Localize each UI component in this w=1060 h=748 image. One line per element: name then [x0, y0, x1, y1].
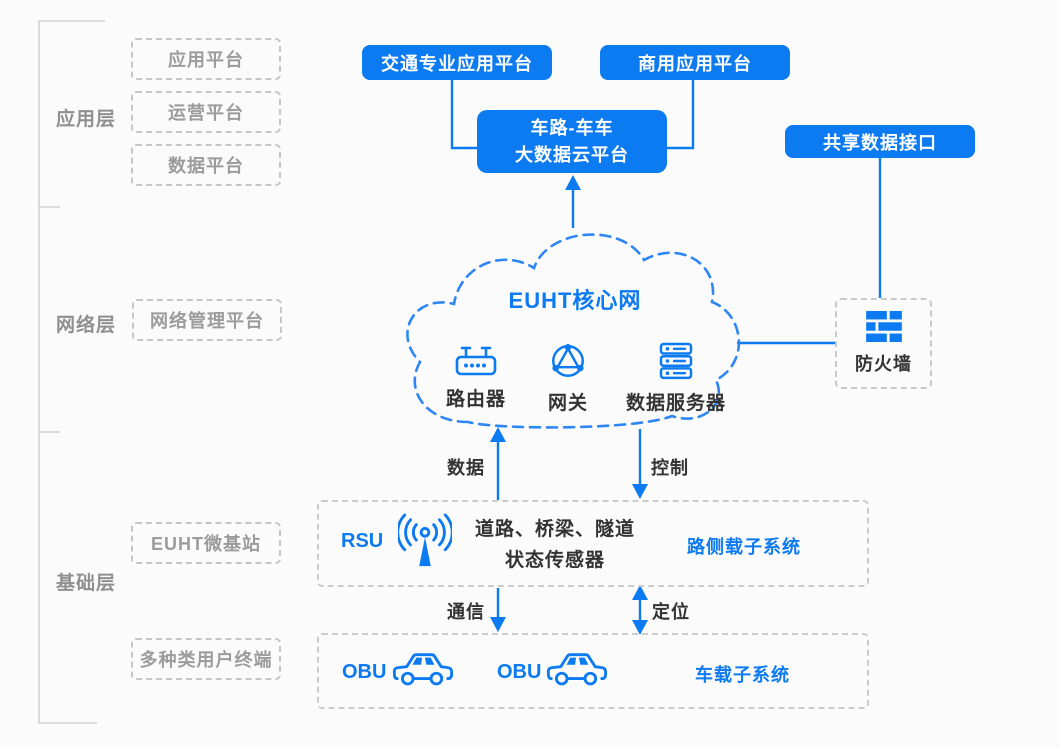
arrowhead-down-icon [490, 617, 506, 632]
sensors-line1: 道路、桥梁、隧道 [475, 519, 636, 540]
box-network-management-platform[interactable]: 网络管理平台 [132, 299, 282, 341]
layer-label-base: 基础层 [56, 573, 117, 594]
roadside-subsystem-title: 路侧载子系统 [687, 537, 801, 557]
connector-commercial-to-cloud-platform [667, 80, 695, 150]
roadside-sensors-text: 道路、桥梁、隧道 状态传感器 [475, 514, 635, 576]
core-node-gateway: 网关 [548, 342, 588, 415]
firewall-label: 防火墙 [855, 354, 912, 374]
node-label-router: 路由器 [445, 389, 507, 410]
cloud-outline [406, 233, 741, 429]
button-label: 商用应用平台 [638, 53, 752, 74]
gateway-icon [552, 343, 584, 377]
button-label-line1: 车路-车车 [530, 117, 614, 138]
box-label: EUHT微基站 [151, 534, 261, 554]
router-icon [455, 346, 497, 376]
core-network-cloud [406, 233, 741, 429]
box-application-platform[interactable]: 应用平台 [131, 38, 281, 80]
core-node-router: 路由器 [446, 344, 506, 411]
node-label-data-server: 数据服务器 [625, 393, 727, 414]
firewall-box[interactable]: 防火墙 [835, 298, 932, 389]
layer-label-network: 网络层 [56, 315, 117, 336]
flow-label-control: 控制 [651, 458, 689, 478]
layer-label-application: 应用层 [56, 109, 117, 130]
sensors-line2: 状态传感器 [504, 550, 605, 571]
car-icon [546, 653, 608, 686]
box-label: 网络管理平台 [150, 311, 264, 331]
box-label: 多种类用户终端 [139, 650, 273, 670]
arrowhead-up-icon [565, 175, 581, 190]
flow-label-data: 数据 [447, 458, 485, 478]
car-icon [392, 653, 454, 686]
rsu-antenna-icon [398, 513, 452, 567]
rsu-label: RSU [341, 530, 384, 552]
flow-label-communication: 通信 [447, 602, 485, 622]
server-icon [659, 342, 693, 380]
box-euht-micro-base-station[interactable]: EUHT微基站 [131, 522, 281, 564]
arrowhead-up-icon [632, 585, 648, 600]
obu-label-1: OBU [342, 661, 387, 683]
layer-bracket [38, 20, 105, 724]
vehicle-subsystem-title: 车载子系统 [695, 665, 790, 685]
obu-label-2: OBU [497, 661, 542, 683]
button-bigdata-cloud-platform[interactable]: 车路-车车 大数据云平台 [477, 110, 667, 173]
core-node-data-server: 数据服务器 [626, 342, 726, 415]
connector-traffic-to-cloud-platform [450, 80, 477, 150]
vehicle-subsystem-box[interactable] [317, 633, 869, 709]
button-label: 交通专业应用平台 [381, 53, 533, 74]
roadside-subsystem-box[interactable] [317, 500, 869, 587]
arrowhead-down-icon [632, 620, 648, 635]
box-label: 应用平台 [168, 50, 244, 70]
core-network-title: EUHT核心网 [508, 288, 642, 313]
node-label-gateway: 网关 [547, 393, 589, 414]
box-data-platform[interactable]: 数据平台 [131, 144, 281, 186]
box-operation-platform[interactable]: 运营平台 [131, 91, 281, 133]
box-label: 数据平台 [168, 156, 244, 176]
arrowhead-up-icon [490, 427, 506, 442]
firewall-brick-icon [865, 311, 902, 342]
button-label: 共享数据接口 [823, 132, 937, 153]
button-shared-data-interface[interactable]: 共享数据接口 [785, 125, 975, 158]
button-traffic-application-platform[interactable]: 交通专业应用平台 [362, 45, 552, 80]
box-label: 运营平台 [168, 103, 244, 123]
arrowhead-down-icon [632, 484, 648, 499]
box-multi-user-terminals[interactable]: 多种类用户终端 [131, 638, 281, 680]
flow-label-positioning: 定位 [652, 602, 690, 622]
button-label-line2: 大数据云平台 [515, 144, 629, 165]
button-commercial-application-platform[interactable]: 商用应用平台 [600, 45, 790, 80]
